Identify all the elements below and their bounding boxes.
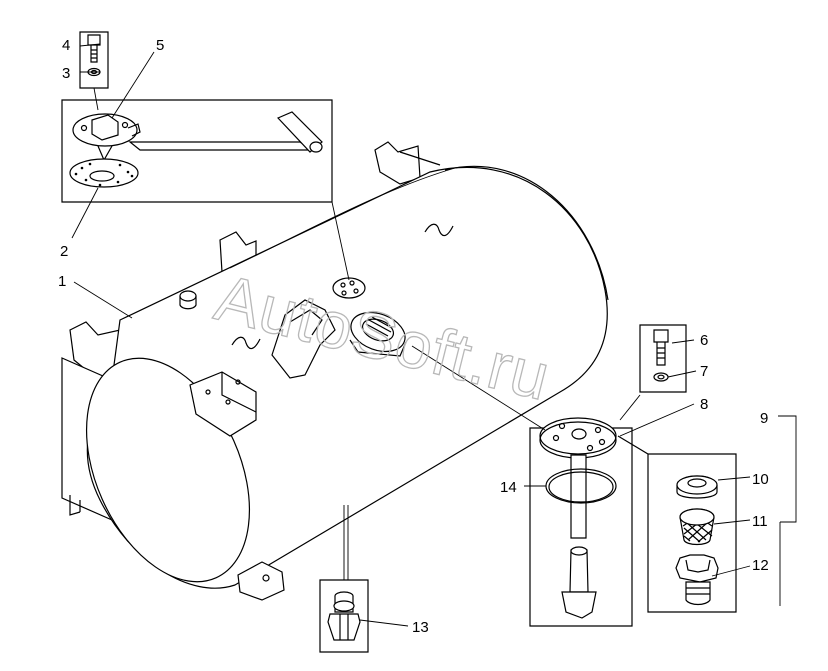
fuel-tank [61,141,609,601]
callout-12: 12 [752,557,769,574]
callout-8: 8 [700,396,708,413]
callout-2: 2 [60,243,68,260]
callout-9: 9 [760,410,768,427]
callout-labels: 4 3 5 2 1 6 7 8 9 10 11 12 13 14 [58,37,769,636]
callout-5: 5 [156,37,164,54]
callout-10: 10 [752,471,769,488]
filter-inset [617,415,797,613]
callout-13: 13 [412,619,429,636]
callout-3: 3 [62,65,70,82]
sender-inset [61,31,350,281]
callout-11: 11 [752,513,768,530]
callout-4: 4 [62,37,70,54]
drain-plug-inset [319,505,369,653]
leader-lines [71,43,751,627]
filler-neck [349,311,407,357]
callout-14: 14 [500,479,517,496]
callout-7: 7 [700,363,708,380]
callout-1: 1 [58,273,66,290]
callout-6: 6 [700,332,708,349]
